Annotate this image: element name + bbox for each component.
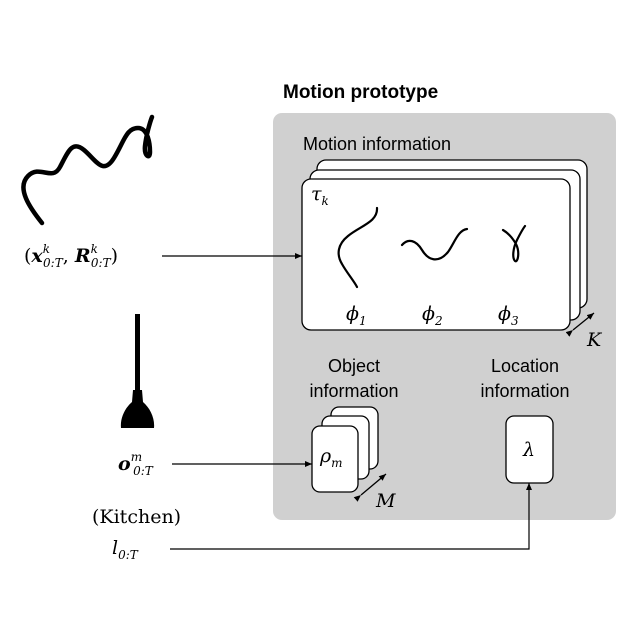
- k-stack-arrow: [565, 312, 595, 337]
- m-stack-label: M: [375, 490, 396, 512]
- object-information-label-line2: information: [309, 381, 398, 401]
- location-information-label-line2: information: [480, 381, 569, 401]
- diagram-title: Motion prototype: [283, 82, 438, 103]
- phi3-label: ϕ3: [498, 303, 519, 328]
- location-input-label: l0:T: [112, 537, 139, 562]
- tau-k-label: τk: [311, 183, 329, 208]
- rho-m-label: ρm: [319, 445, 343, 470]
- m-stack-arrow: [353, 473, 387, 502]
- object-card-front: [311, 425, 359, 493]
- trajectory-squiggle-icon: [21, 114, 155, 226]
- phi2-label: ϕ2: [422, 303, 443, 328]
- phi3-curve: [501, 224, 527, 263]
- place-label: (Kitchen): [92, 506, 181, 528]
- broom-icon: [120, 314, 155, 428]
- object-information-label-line1: Object: [328, 356, 380, 376]
- motion-information-label: Motion information: [303, 134, 451, 154]
- k-stack-label: K: [586, 329, 603, 351]
- motion-card-front: [301, 178, 571, 331]
- lambda-label: λ: [522, 439, 535, 461]
- location-to-lambda-arrow: [170, 483, 532, 550]
- phi1-curve: [337, 206, 379, 289]
- phi1-label: ϕ1: [346, 303, 367, 328]
- location-information-label-line1: Location: [491, 356, 559, 376]
- phi2-curve: [400, 227, 469, 261]
